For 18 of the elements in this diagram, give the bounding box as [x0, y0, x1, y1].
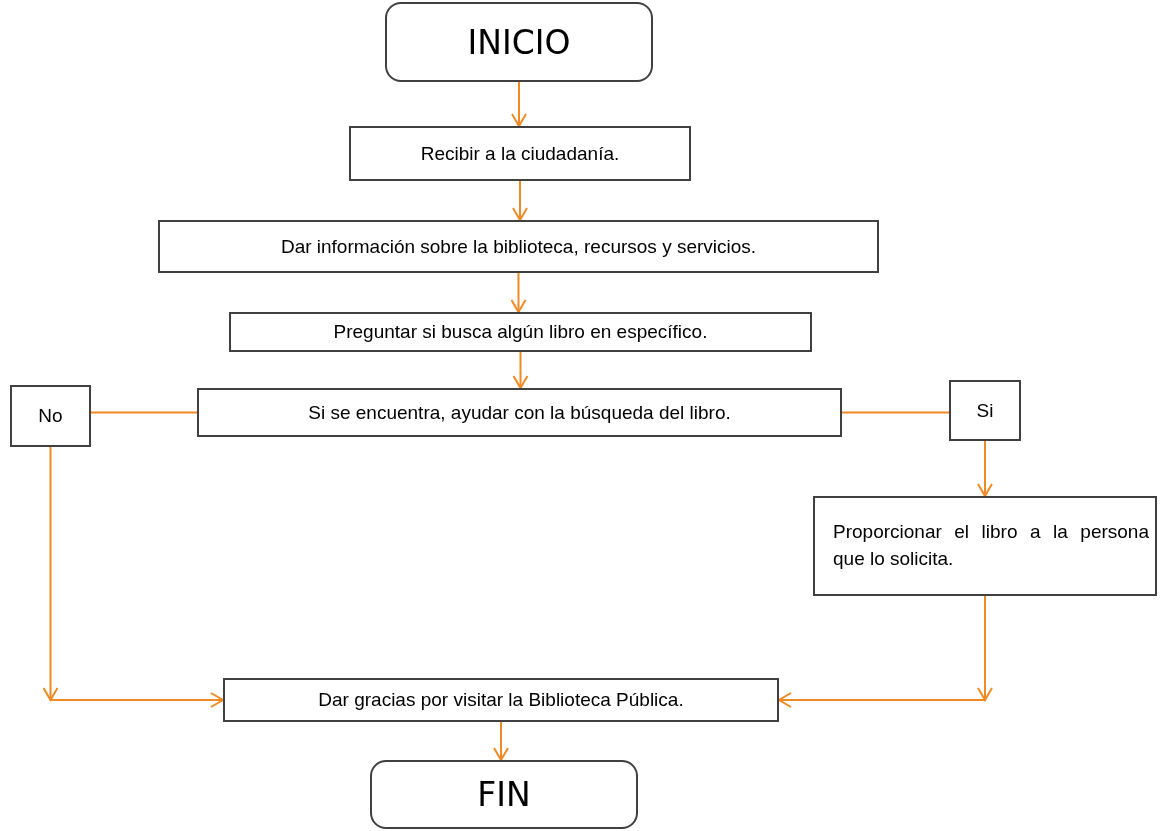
decision-box: No [10, 385, 91, 447]
connector-arrow [512, 351, 529, 389]
connector-arrow [977, 440, 993, 497]
connector-arrow [512, 180, 528, 221]
process-box: Proporcionar el libro a la persona que lo solicita. [813, 496, 1157, 596]
connector-arrow [510, 272, 527, 313]
process-box: Preguntar si busca algún libro en específico. [229, 312, 812, 352]
connector-arrow [511, 81, 527, 127]
terminal-box: INICIO [385, 2, 653, 82]
decision-box: Si [949, 380, 1021, 441]
process-box: Dar información sobre la biblioteca, recursos y servicios. [158, 220, 879, 273]
terminal-box: FIN [370, 760, 638, 829]
process-box: Recibir a la ciudadanía. [349, 126, 691, 181]
connector-arrow [778, 595, 993, 708]
connector-arrow [43, 446, 224, 708]
process-box: Dar gracias por visitar la Biblioteca Pública. [223, 678, 779, 722]
process-box: Si se encuentra, ayudar con la búsqueda del libro. [197, 388, 842, 437]
connector-arrow [493, 721, 509, 761]
